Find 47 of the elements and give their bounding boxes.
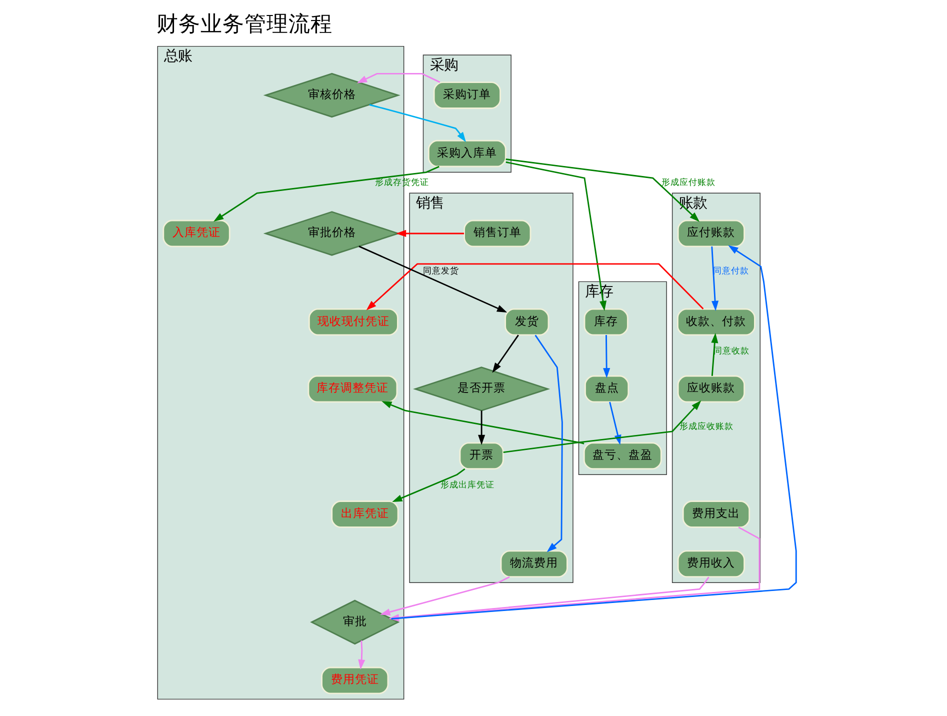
node-box: 发货 bbox=[504, 308, 549, 336]
node-box: 应付账款 bbox=[676, 220, 745, 248]
node-box: 入库凭证 bbox=[162, 220, 230, 248]
edge-label: 形成应收账款 bbox=[679, 422, 734, 432]
node-box: 出库凭证 bbox=[330, 500, 398, 528]
arrow bbox=[366, 263, 704, 310]
edge-label: 同意收款 bbox=[713, 346, 750, 356]
node-box: 采购订单 bbox=[432, 82, 500, 109]
arrow bbox=[381, 401, 584, 444]
node-box: 现收现付凭证 bbox=[308, 308, 398, 336]
node-box: 盘点 bbox=[584, 375, 629, 403]
arrow bbox=[396, 230, 464, 237]
arrow bbox=[710, 332, 718, 376]
node-box: 采购入库单 bbox=[427, 140, 506, 168]
node-diamond: 审核价格 bbox=[262, 72, 400, 118]
arrow bbox=[390, 245, 796, 620]
node-box: 费用凭证 bbox=[320, 666, 388, 694]
edge-label: 同意发货 bbox=[422, 266, 458, 276]
node-box: 费用支出 bbox=[682, 500, 750, 528]
arrow bbox=[212, 166, 439, 222]
node-box: 库存 bbox=[583, 308, 628, 336]
node-diamond: 是否开票 bbox=[412, 366, 550, 412]
edge-label: 形成出库凭证 bbox=[440, 480, 494, 490]
edge-label: 形成应付账款 bbox=[661, 178, 716, 188]
diagram-title: 财务业务管理流程 bbox=[156, 12, 332, 38]
node-box: 盘亏、盘盈 bbox=[582, 442, 662, 470]
node-box: 应收账款 bbox=[676, 375, 745, 403]
node-box: 费用收入 bbox=[676, 550, 745, 578]
arrow bbox=[368, 104, 466, 142]
arrow bbox=[505, 158, 700, 222]
node-box: 销售订单 bbox=[463, 220, 531, 248]
arrow bbox=[505, 161, 606, 311]
arrow bbox=[358, 246, 507, 312]
node-box: 收款、付款 bbox=[676, 308, 755, 336]
arrow bbox=[380, 576, 510, 616]
arrow bbox=[356, 72, 440, 84]
arrow bbox=[392, 468, 465, 502]
arrow bbox=[602, 335, 610, 378]
arrow bbox=[478, 410, 485, 446]
arrow bbox=[358, 640, 365, 670]
node-box: 物流费用 bbox=[500, 550, 568, 578]
node-box: 库存调整凭证 bbox=[307, 375, 398, 403]
arrow bbox=[492, 334, 518, 373]
node-box: 开票 bbox=[458, 442, 504, 470]
arrow bbox=[502, 400, 701, 454]
node-diamond: 审批价格 bbox=[262, 211, 400, 256]
arrow bbox=[534, 334, 562, 552]
